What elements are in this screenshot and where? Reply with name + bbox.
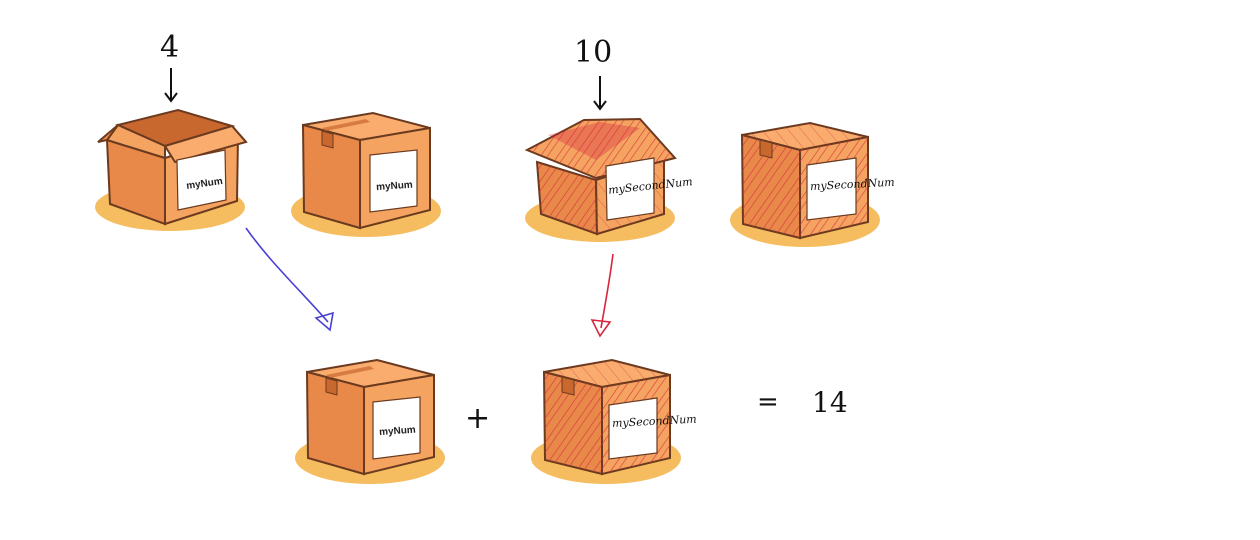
result-value: 14: [812, 386, 848, 419]
closed-box-mysecondnum: mySecondNum: [730, 121, 895, 247]
open-box-mysecondnum: mySecondNum: [524, 117, 693, 242]
box-label-mysecondnum-bottom: mySecondNum: [612, 413, 697, 430]
bottom-box-mysecondnum: mySecondNum: [531, 358, 697, 484]
bottom-box-mynum: myNum: [295, 358, 445, 484]
box-label-mysecondnum-closed: mySecondNum: [810, 176, 895, 193]
red-arrow-icon: [590, 253, 614, 338]
closed-box-mynum: myNum: [291, 111, 441, 237]
equals-sign: =: [757, 387, 779, 417]
value-4-label: 4: [160, 30, 179, 65]
blue-arrow-icon: [245, 227, 335, 332]
box-label-mynum-open: myNum: [186, 176, 224, 192]
down-arrow-icon: [164, 68, 178, 103]
value-10-label: 10: [574, 35, 612, 70]
plus-sign: +: [465, 401, 490, 436]
box-label-mynum-bottom: myNum: [379, 425, 416, 439]
open-box-mynum: myNum: [95, 108, 248, 231]
box-label-mynum-closed: myNum: [376, 180, 413, 194]
down-arrow-icon: [593, 76, 607, 111]
